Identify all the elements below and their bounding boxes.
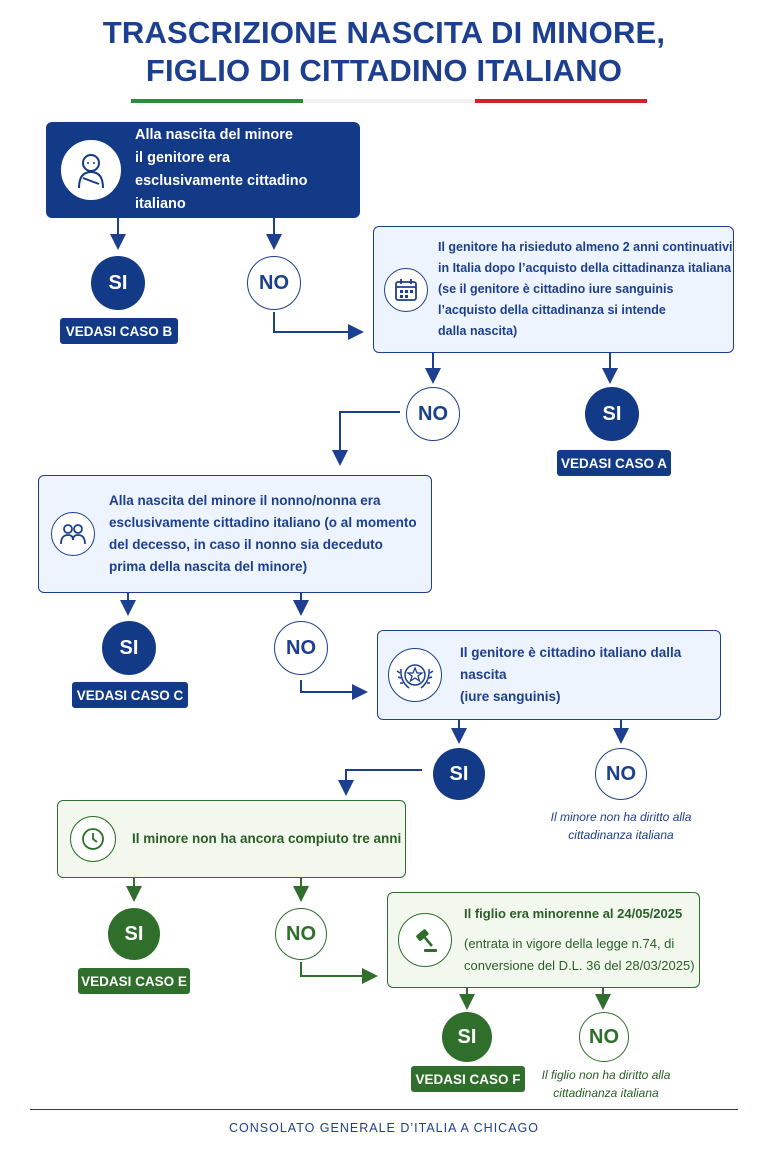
no-circle: NO	[406, 387, 460, 441]
no-circle: NO	[274, 621, 328, 675]
clock-icon	[70, 816, 116, 862]
calendar-icon	[384, 267, 428, 312]
page-title: TRASCRIZIONE NASCITA DI MINORE, FIGLIO D…	[0, 14, 768, 90]
gavel-icon	[398, 913, 452, 967]
footer-text: CONSOLATO GENERALE D’ITALIA A CHICAGO	[229, 1121, 539, 1135]
question-box-minor-date: Il figlio era minorenne al 24/05/2025 (e…	[387, 892, 700, 988]
question-text: Il genitore è cittadino italiano dalla n…	[460, 645, 682, 704]
question-box-residence: Il genitore ha risieduto almeno 2 anni c…	[373, 226, 734, 353]
footer-divider	[30, 1109, 738, 1110]
no-circle: NO	[579, 1012, 629, 1062]
family-icon	[51, 512, 95, 556]
question-text: Alla nascita del minore il nonno/nonna e…	[109, 493, 417, 574]
question-text: Il genitore ha risieduto almeno 2 anni c…	[438, 240, 733, 338]
yes-circle: SI	[108, 908, 160, 960]
question-box-age-three: Il minore non ha ancora compiuto tre ann…	[57, 800, 406, 878]
case-b-tag: VEDASI CASO B	[60, 318, 178, 344]
yes-circle: SI	[585, 387, 639, 441]
italian-flag-bar	[131, 99, 647, 103]
yes-circle: SI	[91, 256, 145, 310]
yes-circle: SI	[442, 1012, 492, 1062]
question-text: Alla nascita del minore il genitore era …	[135, 127, 308, 212]
case-a-tag: VEDASI CASO A	[557, 450, 671, 476]
question-box-parent-citizenship: Alla nascita del minore il genitore era …	[46, 122, 360, 218]
case-e-tag: VEDASI CASO E	[78, 968, 190, 994]
title-line-1: TRASCRIZIONE NASCITA DI MINORE,	[102, 15, 666, 50]
no-right-note: Il figlio non ha diritto alla cittadinan…	[541, 1068, 671, 1100]
baby-icon	[61, 140, 121, 200]
question-text: Il minore non ha ancora compiuto tre ann…	[132, 831, 402, 846]
case-c-tag: VEDASI CASO C	[72, 682, 188, 708]
no-circle: NO	[247, 256, 301, 310]
question-text: Il figlio era minorenne al 24/05/2025 (e…	[464, 906, 695, 973]
no-circle: NO	[275, 908, 327, 960]
case-f-tag: VEDASI CASO F	[411, 1066, 525, 1092]
italian-emblem-icon	[388, 648, 442, 702]
no-circle: NO	[595, 748, 647, 800]
title-line-2: FIGLIO DI CITTADINO ITALIANO	[145, 53, 623, 88]
question-box-iure-sanguinis: Il genitore è cittadino italiano dalla n…	[377, 630, 721, 720]
no-right-note: Il minore non ha diritto alla cittadinan…	[550, 810, 692, 842]
yes-circle: SI	[102, 621, 156, 675]
question-box-grandparent: Alla nascita del minore il nonno/nonna e…	[38, 475, 432, 593]
yes-circle: SI	[433, 748, 485, 800]
